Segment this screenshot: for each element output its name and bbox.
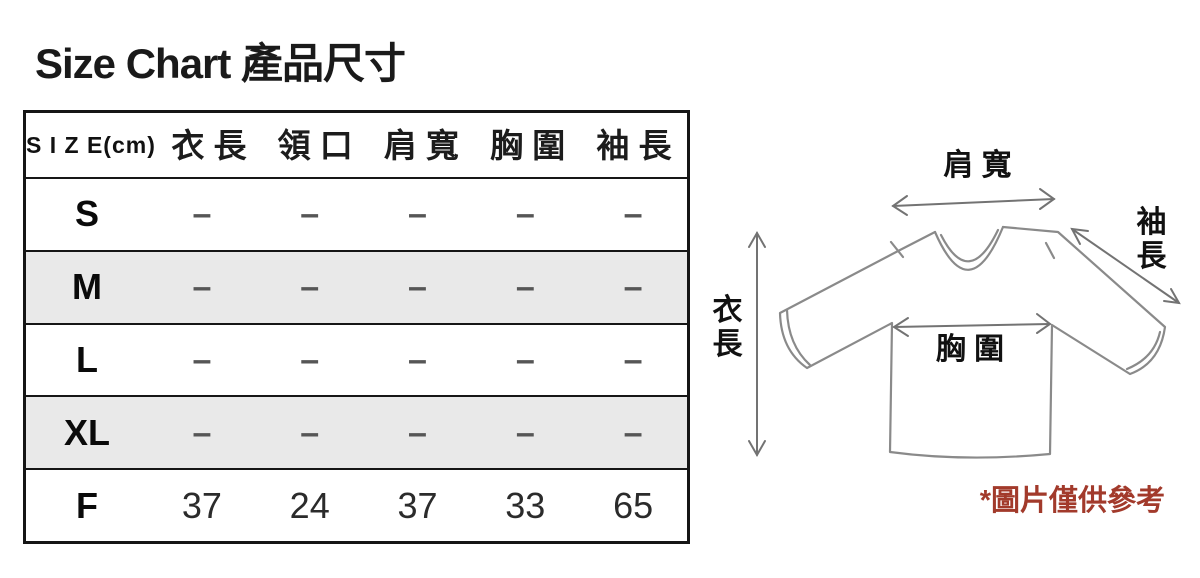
shoulder-width-arrow <box>891 188 1056 216</box>
table-row: L––––– <box>26 322 687 396</box>
shoulder-width-label: 肩 寬 <box>943 149 1012 182</box>
cell-value: – <box>515 413 535 452</box>
table-row: XL – – – – – <box>26 395 687 469</box>
page-title: Size Chart 產品尺寸 <box>35 40 406 87</box>
size-label: L <box>76 338 98 380</box>
cell-value: – <box>623 413 643 452</box>
sleeve-length-arrow <box>1070 227 1181 305</box>
size-unit-header: S I Z E(cm) <box>26 131 156 158</box>
cell-value: – <box>300 340 320 379</box>
size-label: XL <box>63 411 110 453</box>
cell-value: – <box>623 268 643 307</box>
column-header: 衣 長 <box>171 126 247 164</box>
sleeve-length-label: 袖長 <box>1136 206 1167 273</box>
table-header-row: S I Z E(cm) 衣 長領 口肩 寬胸 圍袖 長 <box>26 113 687 177</box>
cell-value: – <box>192 413 212 452</box>
column-header: 領 口 <box>277 126 353 164</box>
cell-value: 24 <box>289 484 330 526</box>
garment-length-arrow <box>748 230 766 458</box>
cell-value: – <box>192 340 212 379</box>
cell-value: – <box>408 340 427 379</box>
size-label: F <box>76 484 98 526</box>
table-row: M––––– <box>26 249 687 323</box>
cell-value: 37 <box>181 484 222 526</box>
cell-value: – <box>408 195 427 234</box>
cell-value: 37 <box>397 484 438 526</box>
cell-value: – <box>623 195 643 234</box>
column-header: 肩 寬 <box>383 126 460 164</box>
cell-value: – <box>408 413 427 452</box>
cell-value: – <box>408 268 427 307</box>
cell-value: – <box>623 340 643 379</box>
size-label: M <box>72 266 102 308</box>
cell-value: – <box>192 268 212 307</box>
chest-label: 胸 圍 <box>935 333 1005 366</box>
table-row: F 37 24 37 33 65 <box>26 468 687 541</box>
cell-value: – <box>300 413 320 452</box>
garment-length-label: 衣長 <box>712 294 743 361</box>
cell-value: – <box>300 268 320 307</box>
cell-value: 33 <box>505 484 546 526</box>
column-header: 胸 圍 <box>490 126 566 164</box>
chest-width-arrow <box>892 313 1052 337</box>
cell-value: – <box>300 195 320 234</box>
cell-value: – <box>515 340 535 379</box>
cell-value: 65 <box>613 484 654 526</box>
shirt-outline <box>778 225 1167 459</box>
cell-value: – <box>192 195 212 234</box>
cell-value: – <box>515 195 535 234</box>
shirt-outline-graphic <box>748 188 1181 459</box>
table-row: S––––– <box>26 177 687 250</box>
cell-value: – <box>515 268 535 307</box>
column-header: 袖 長 <box>596 126 672 164</box>
reference-note: *圖片僅供參考 <box>979 485 1165 517</box>
size-label: S <box>74 193 99 235</box>
size-table: S I Z E(cm) 衣 長領 口肩 寬胸 圍袖 長 S – – – – – M – – – – –… <box>23 110 690 544</box>
